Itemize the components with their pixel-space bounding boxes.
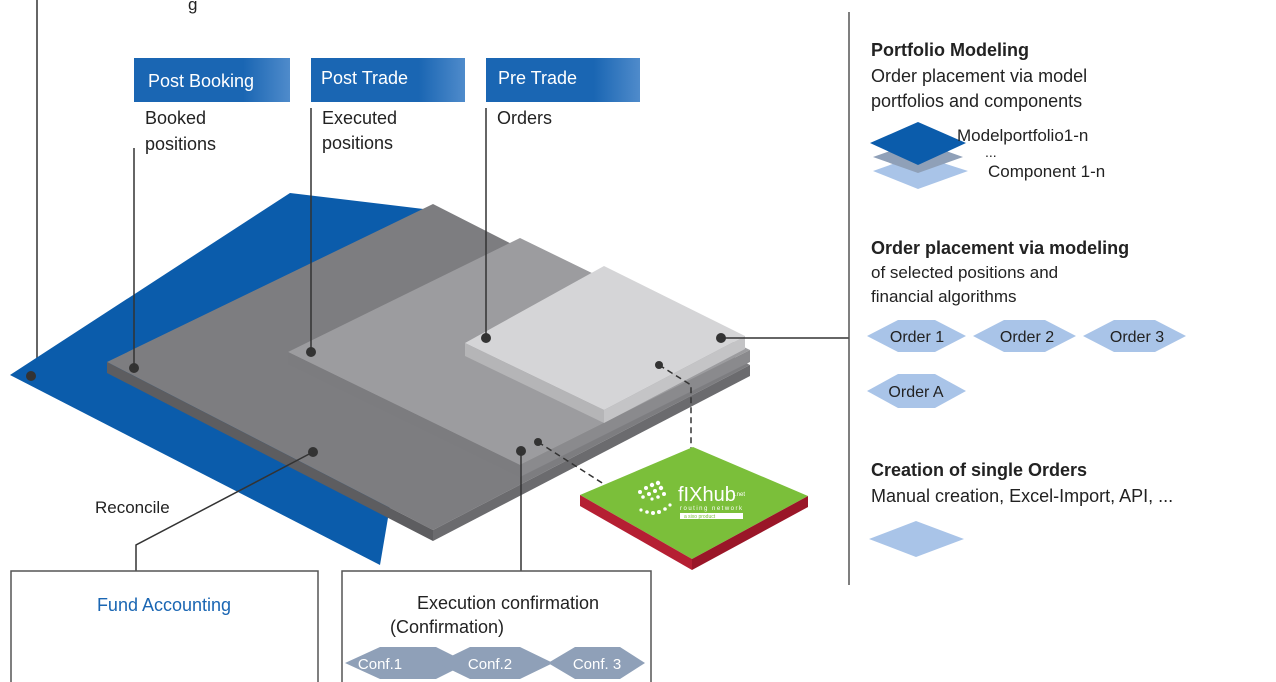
svg-text:Conf.1: Conf.1 (358, 656, 402, 673)
tag-post-booking: Post Booking (134, 58, 290, 102)
order-3-diamond: Order 3 (1083, 320, 1186, 352)
order-a-diamond: Order A (867, 374, 966, 408)
caption-executed-line1: Executed (322, 108, 397, 128)
caption-booked-line2: positions (145, 134, 216, 154)
blue-layer-dot (26, 371, 36, 381)
svg-text:Execution confirmation: Execution confirmation (417, 593, 599, 613)
svg-text:portfolios and components: portfolios and components (871, 91, 1082, 111)
svg-text:Order 1: Order 1 (890, 329, 944, 346)
svg-text:(Confirmation): (Confirmation) (390, 617, 504, 637)
svg-text:Pre Trade: Pre Trade (498, 68, 577, 88)
svg-text:...: ... (985, 144, 997, 160)
pre-trade-layer (465, 266, 745, 410)
svg-text:.net: .net (735, 492, 745, 498)
conf-3-diamond: Conf. 3 (548, 647, 645, 679)
svg-text:Order A: Order A (888, 384, 943, 401)
order-1-diamond: Order 1 (867, 320, 966, 352)
single-orders-title: Creation of single Orders (871, 460, 1087, 480)
right-panel: Portfolio Modeling Order placement via m… (848, 11, 1186, 586)
conf-2-diamond: Conf.2 (437, 647, 553, 679)
tag-pre-trade: Pre Trade (486, 58, 640, 102)
svg-text:Post Trade: Post Trade (321, 68, 408, 88)
modelportfolio-diamond (870, 122, 966, 165)
svg-text:a sixo product: a sixo product (684, 514, 716, 520)
fixhub-tile: fIXhub .net routing network a sixo produ… (580, 447, 808, 570)
svg-text:Order 3: Order 3 (1110, 329, 1164, 346)
svg-text:Conf. 3: Conf. 3 (573, 656, 621, 673)
single-order-diamond (869, 521, 964, 557)
fund-accounting-box: Fund Accounting (10, 570, 319, 682)
svg-text:Manual creation, Excel-Import,: Manual creation, Excel-Import, API, ... (871, 486, 1173, 506)
order-2-diamond: Order 2 (973, 320, 1076, 352)
svg-text:of selected positions and: of selected positions and (871, 263, 1058, 282)
caption-reconcile: Reconcile (95, 498, 170, 517)
svg-text:Conf.2: Conf.2 (468, 656, 512, 673)
fixhub-logo-icon (638, 480, 672, 515)
svg-text:financial algorithms: financial algorithms (871, 287, 1017, 306)
svg-text:Post Booking: Post Booking (148, 71, 254, 91)
conf-1-diamond: Conf.1 (345, 647, 468, 679)
svg-text:Order 2: Order 2 (1000, 329, 1054, 346)
svg-text:Component 1-n: Component 1-n (988, 162, 1105, 181)
top-left-fragment: g (188, 0, 197, 14)
portfolio-modeling-title: Portfolio Modeling (871, 40, 1029, 60)
caption-executed-line2: positions (322, 133, 393, 153)
fund-accounting-title: Fund Accounting (97, 595, 231, 615)
tag-post-trade: Post Trade (311, 58, 465, 102)
svg-text:Order placement via model: Order placement via model (871, 66, 1087, 86)
caption-orders: Orders (497, 108, 552, 128)
svg-text:Modelportfolio1-n: Modelportfolio1-n (957, 126, 1088, 145)
execution-confirmation-box: Execution confirmation (Confirmation) Co… (341, 570, 652, 682)
svg-text:routing network: routing network (680, 506, 744, 512)
order-modeling-title: Order placement via modeling (871, 238, 1129, 258)
caption-booked-line1: Booked (145, 108, 206, 128)
fixhub-logo-text: fIXhub (678, 484, 736, 506)
